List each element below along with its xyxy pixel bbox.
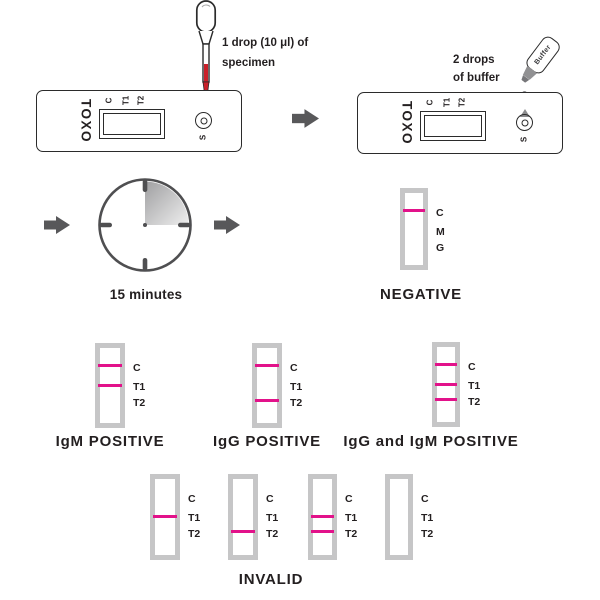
buffer-bottle-label: Buffer — [533, 43, 553, 67]
test-cassette-step2: TOXO C T1 T2 S — [357, 92, 563, 154]
step2-caption-line1: 2 drops — [453, 54, 495, 66]
strip-label-c: C — [188, 493, 196, 505]
result-title-igm-positive: IgM POSITIVE — [55, 433, 165, 450]
strip-window — [405, 193, 423, 265]
test-line-t1 — [311, 515, 334, 518]
cassette-label-c: C — [104, 97, 114, 104]
cassette-label-t1: T1 — [121, 95, 131, 106]
result-title-negative: NEGATIVE — [380, 286, 462, 303]
result-window-inner — [424, 115, 482, 137]
strip-label-c: C — [266, 493, 274, 505]
sample-well-label: S — [519, 136, 529, 143]
test-line-c — [255, 364, 279, 367]
strip-label-c: C — [133, 362, 141, 374]
test-line-c — [98, 364, 122, 367]
buffer-drip-icon — [520, 109, 530, 117]
strip-label-t2: T2 — [266, 528, 279, 540]
strip-label-c: C — [421, 493, 429, 505]
strip-label-t2: T2 — [345, 528, 358, 540]
strip-label-t2: T2 — [188, 528, 201, 540]
test-line-t2 — [435, 398, 457, 401]
test-line-t2 — [231, 530, 255, 533]
result-title-igg-positive: IgG POSITIVE — [213, 433, 321, 450]
arrow-right-icon — [44, 216, 70, 234]
step1-caption: 1 drop (10 μl) of specimen — [222, 33, 308, 73]
cassette-label-t2: T2 — [136, 95, 146, 106]
strip-label-t1: T1 — [421, 512, 434, 524]
strip-label-t1: T1 — [468, 380, 481, 392]
sample-well-inner-ring — [521, 119, 528, 126]
arrow-right-icon — [292, 109, 319, 128]
strip-label-c: C — [436, 207, 444, 219]
step1-caption-line2: specimen — [222, 57, 276, 69]
strip-label-c: C — [290, 362, 298, 374]
result-title-invalid: INVALID — [238, 571, 304, 588]
test-line-c — [435, 363, 457, 366]
test-line-t2 — [311, 530, 334, 533]
test-cassette-step1: TOXO C T1 T2 S — [36, 90, 242, 152]
strip-label-t1: T1 — [345, 512, 358, 524]
step1-caption-line1: 1 drop (10 μl) of — [222, 37, 309, 49]
strip-label-t1: T1 — [188, 512, 201, 524]
strip-label-t2: T2 — [468, 396, 481, 408]
sample-well-label: S — [198, 134, 208, 141]
dropper-icon — [195, 0, 217, 100]
strip-label-t2: T2 — [133, 397, 146, 409]
wait-duration-label: 15 minutes — [109, 287, 183, 302]
result-title-igg-and-igm-positive: IgG and IgM POSITIVE — [343, 433, 519, 450]
clock-icon — [98, 178, 192, 272]
result-window-inner — [103, 113, 161, 135]
result-window — [99, 109, 165, 139]
strip-label-t1: T1 — [266, 512, 279, 524]
strip-label-c: C — [345, 493, 353, 505]
cassette-label-t1: T1 — [442, 97, 452, 108]
buffer-bottle-body: Buffer — [513, 33, 563, 90]
strip-label-t2: T2 — [290, 397, 303, 409]
sample-well — [195, 112, 212, 129]
test-line-t1 — [153, 515, 177, 518]
test-line-t1 — [435, 383, 457, 386]
test-line-c — [403, 209, 425, 212]
arrow-right-icon — [214, 216, 240, 234]
strip-label-m: M — [436, 226, 445, 238]
strip-label-t1: T1 — [290, 381, 303, 393]
strip-label-t2: T2 — [421, 528, 434, 540]
step2-caption-line2: of buffer — [453, 72, 500, 84]
strip-label-t1: T1 — [133, 381, 146, 393]
buffer-bottle-icon: Buffer — [512, 33, 563, 95]
cassette-brand-label: TOXO — [399, 100, 415, 146]
cassette-label-t2: T2 — [457, 97, 467, 108]
strip-window — [390, 479, 408, 555]
test-line-t2 — [255, 399, 279, 402]
strip-label-g: G — [436, 242, 445, 254]
step2-caption: 2 drops of buffer — [453, 51, 500, 87]
sample-well-inner-ring — [200, 117, 207, 124]
result-window — [420, 111, 486, 141]
cassette-label-c: C — [425, 99, 435, 106]
strip-window — [257, 348, 277, 423]
strip-label-c: C — [468, 361, 476, 373]
sample-well — [516, 114, 533, 131]
cassette-brand-label: TOXO — [78, 98, 94, 144]
strip-window — [233, 479, 253, 555]
test-line-t1 — [98, 384, 122, 387]
